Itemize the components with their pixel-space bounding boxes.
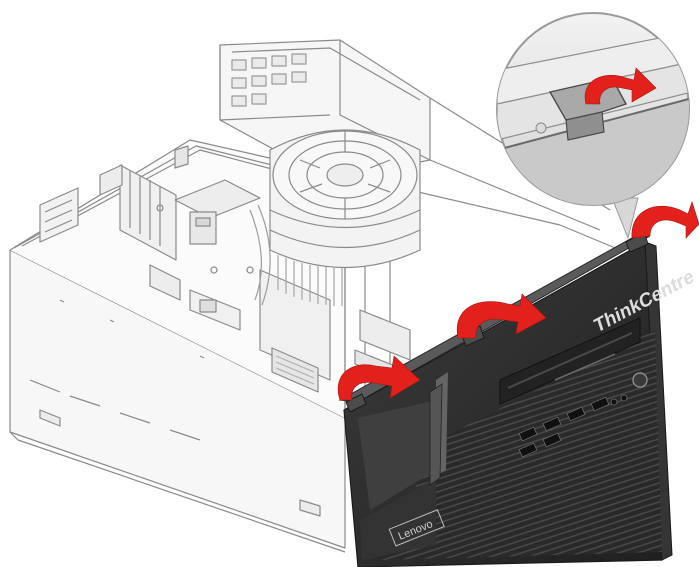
computer-chassis: [9, 39, 621, 553]
front-bezel: ThinkCentre Lenovo: [338, 231, 696, 567]
curved-arrow-icon: [584, 67, 657, 105]
zoom-callout-icon: [496, 12, 690, 240]
curved-arrow-icon: [631, 201, 699, 239]
cpu-fan-duct: [269, 129, 421, 268]
release-arrows: [337, 201, 699, 401]
power-button: [632, 372, 648, 388]
curved-arrow-icon: [456, 293, 547, 339]
curved-arrow-icon: [337, 355, 421, 401]
front-io-ports: [518, 394, 628, 458]
